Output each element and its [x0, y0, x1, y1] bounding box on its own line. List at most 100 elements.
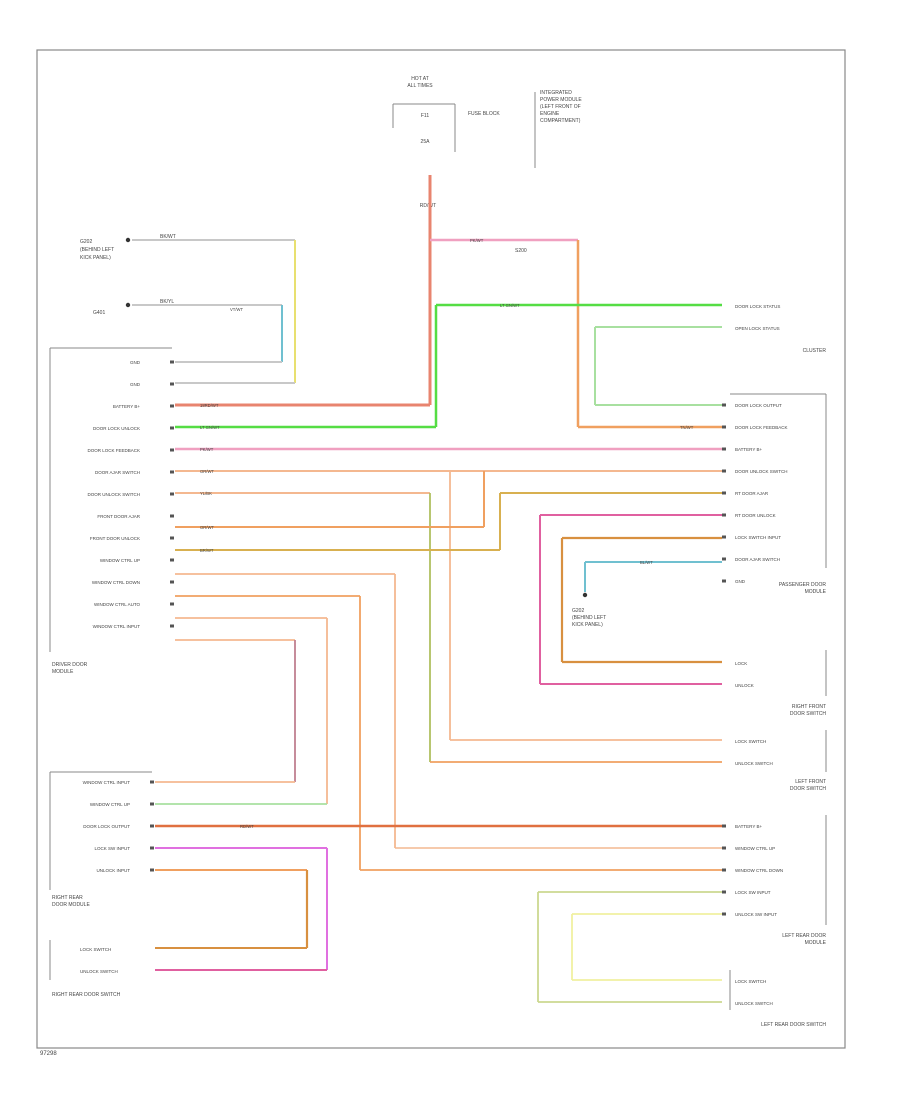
pin-terminal	[722, 425, 726, 429]
pin-terminal	[170, 448, 174, 452]
pass-ground-label: G202 (BEHIND LEFT KICK PANEL)	[572, 608, 606, 628]
svg-text:LT GN/WT: LT GN/WT	[500, 303, 520, 308]
cluster-pin-2: OPEN LOCK STATUS	[735, 326, 780, 331]
pin-label: DOOR LOCK OUTPUT	[735, 403, 782, 408]
pin-terminal	[722, 557, 726, 561]
pin-terminal	[170, 492, 174, 496]
pin-terminal	[170, 360, 174, 364]
pin-terminal	[170, 426, 174, 430]
gnd2-label: BK/YL	[160, 299, 174, 305]
g202-label: G202 (BEHIND LEFT KICK PANEL)	[80, 239, 114, 261]
fuse-out-wire-label: RD/WT	[420, 203, 436, 209]
pin-label: WINDOW CTRL DOWN	[92, 580, 140, 585]
svg-text:RIGHT FRONT: RIGHT FRONT	[792, 704, 826, 710]
svg-text:PK/WT: PK/WT	[470, 238, 484, 243]
ground-dot-passenger	[582, 592, 588, 598]
lf-pin-1: LOCK SWITCH	[735, 739, 766, 744]
ground-g202-dot	[125, 237, 131, 243]
fuse-size: 25A	[421, 139, 431, 145]
pin-terminal	[170, 514, 174, 518]
g401-label: G401	[93, 310, 105, 316]
pin-terminal	[170, 470, 174, 474]
pin-label: WINDOW CTRL UP	[90, 802, 130, 807]
svg-text:G202: G202	[80, 239, 92, 245]
pin-terminal	[722, 513, 726, 517]
pin-label: WINDOW CTRL UP	[735, 846, 775, 851]
svg-text:PK/WT: PK/WT	[200, 447, 214, 452]
svg-text:DOOR SWITCH: DOOR SWITCH	[790, 786, 826, 792]
passenger-module-label: PASSENGER DOOR MODULE	[779, 582, 827, 595]
pin-terminal	[722, 535, 726, 539]
pin-terminal	[722, 868, 726, 872]
pin-label: BATTERY B+	[113, 404, 141, 409]
svg-text:MODULE: MODULE	[805, 589, 827, 595]
svg-text:LEFT REAR DOOR: LEFT REAR DOOR	[782, 933, 826, 939]
pin-label: RT DOOR UNLOCK	[735, 513, 776, 518]
pin-label: DOOR LOCK FEEDBACK	[735, 425, 788, 430]
svg-text:POWER MODULE: POWER MODULE	[540, 97, 582, 103]
pin-label: WINDOW CTRL DOWN	[735, 868, 783, 873]
ipm-label: INTEGRATED POWER MODULE (LEFT FRONT OF E…	[540, 90, 582, 124]
pin-label: DOOR LOCK UNLOCK	[93, 426, 140, 431]
svg-text:KICK PANEL): KICK PANEL)	[80, 255, 111, 261]
pin-terminal	[722, 890, 726, 894]
pin-terminal	[150, 824, 154, 828]
splice-label: S200	[515, 248, 527, 254]
lf-pin-2: UNLOCK SWITCH	[735, 761, 773, 766]
pin-label: WINDOW CTRL INPUT	[93, 624, 141, 629]
lf-switch-label: LEFT FRONT DOOR SWITCH	[790, 779, 826, 792]
diagram-frame	[36, 49, 846, 1049]
rf-switch-label: RIGHT FRONT DOOR SWITCH	[790, 704, 826, 717]
pin-terminal	[170, 624, 174, 628]
svg-text:18RD/WT: 18RD/WT	[200, 403, 219, 408]
hot-label-2: ALL TIMES	[407, 83, 433, 89]
pin-label: FRONT DOOR AJAR	[97, 514, 140, 519]
pin-label: WINDOW CTRL UP	[100, 558, 140, 563]
svg-text:YL/BK: YL/BK	[200, 491, 212, 496]
svg-text:(BEHIND LEFT: (BEHIND LEFT	[572, 615, 606, 621]
pin-terminal	[170, 536, 174, 540]
svg-text:LT GN/WT: LT GN/WT	[200, 425, 220, 430]
pin-terminal	[722, 912, 726, 916]
pin-terminal	[170, 558, 174, 562]
fuse-id: F11	[421, 113, 429, 119]
pin-label: LOCK SW INPUT	[735, 890, 771, 895]
svg-text:DOOR MODULE: DOOR MODULE	[52, 902, 90, 908]
pin-label: FRONT DOOR UNLOCK	[90, 536, 140, 541]
pin-terminal	[170, 580, 174, 584]
driver-module-label: DRIVER DOOR MODULE	[52, 662, 88, 675]
pin-label: UNLOCK INPUT	[96, 868, 130, 873]
svg-text:OR/WT: OR/WT	[200, 525, 214, 530]
pin-terminal	[150, 802, 154, 806]
pin-label: DOOR UNLOCK SWITCH	[87, 492, 140, 497]
pin-label: GND	[130, 360, 141, 365]
ground-g401-dot	[125, 302, 131, 308]
rr-switch-pin-1: LOCK SWITCH	[80, 947, 111, 952]
pin-terminal	[722, 491, 726, 495]
lr-switch-pin-1: LOCK SWITCH	[735, 979, 766, 984]
page-id: 97298	[40, 1051, 57, 1057]
svg-text:INTEGRATED: INTEGRATED	[540, 90, 572, 96]
pin-label: BATTERY B+	[735, 824, 763, 829]
svg-text:COMPARTMENT): COMPARTMENT)	[540, 118, 581, 124]
pin-terminal	[722, 403, 726, 407]
svg-text:MODULE: MODULE	[52, 669, 74, 675]
pin-label: WINDOW CTRL AUTO	[94, 602, 140, 607]
pin-label: GND	[735, 579, 746, 584]
pin-label: LOCK SWITCH INPUT	[735, 535, 781, 540]
pin-label: BATTERY B+	[735, 447, 763, 452]
pin-label: UNLOCK SW INPUT	[735, 912, 777, 917]
pin-label: DOOR LOCK OUTPUT	[83, 824, 130, 829]
svg-text:LEFT FRONT: LEFT FRONT	[795, 779, 826, 785]
rr-switch-pin-2: UNLOCK SWITCH	[80, 969, 118, 974]
lr-switch-pin-2: UNLOCK SWITCH	[735, 1001, 773, 1006]
svg-text:VT/WT: VT/WT	[230, 307, 243, 312]
rr-switch-label: RIGHT REAR DOOR SWITCH	[52, 992, 121, 998]
svg-text:ENGINE: ENGINE	[540, 111, 560, 117]
svg-text:RIGHT REAR: RIGHT REAR	[52, 895, 83, 901]
svg-text:MODULE: MODULE	[805, 940, 827, 946]
rf-pin-1: LOCK	[735, 661, 747, 666]
